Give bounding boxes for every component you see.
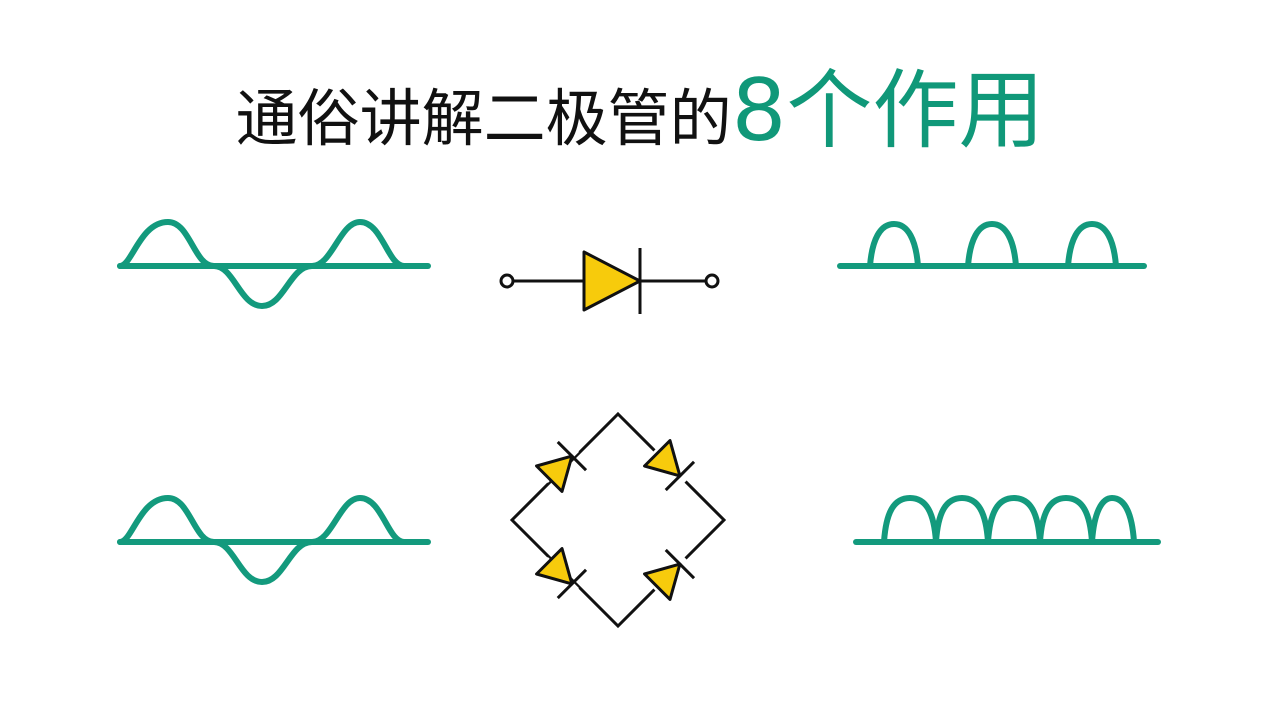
bridge-diode-lower-left (535, 547, 588, 600)
title-accent: 8个作用 (731, 61, 1045, 161)
sine-wave-bottom-line (117, 494, 407, 586)
full-wave-humps (881, 495, 1137, 545)
bridge-diode-lower-right (643, 548, 696, 601)
bridge-diode-ur-triangle (643, 439, 682, 478)
terminal-right (704, 273, 720, 289)
output-wave-bottom (853, 495, 1161, 545)
half-wave-hump-1 (867, 220, 921, 269)
bridge-diode-lr-bar (664, 548, 696, 580)
bridge-diode-upper-left (535, 440, 588, 493)
input-wave-top (117, 218, 431, 310)
diode-symbol (499, 248, 720, 314)
half-wave-hump-3 (1065, 220, 1119, 269)
title-plain: 通俗讲解二极管的 (235, 82, 732, 155)
half-wave-hump-2 (965, 220, 1019, 269)
diode-triangle (582, 250, 642, 312)
bridge-diode-ul-triangle (535, 454, 574, 493)
bridge-diode-ll-triangle (535, 547, 574, 586)
bridge-diode-ul-bar (556, 440, 588, 472)
bridge-diode-ur-bar (664, 460, 696, 492)
bridge-diode-lr-triangle (643, 562, 682, 601)
bridge-rectifier (509, 411, 727, 629)
bridge-diode-ll-bar (556, 568, 588, 600)
bridge-outline (509, 411, 727, 629)
page-title: 通俗讲解二极管的8个作用 (0, 40, 1280, 165)
terminal-left (499, 273, 515, 289)
sine-wave-line (117, 218, 407, 310)
bridge-diode-upper-right (643, 439, 696, 492)
output-wave-top (837, 220, 1147, 269)
input-wave-bottom (117, 494, 431, 586)
